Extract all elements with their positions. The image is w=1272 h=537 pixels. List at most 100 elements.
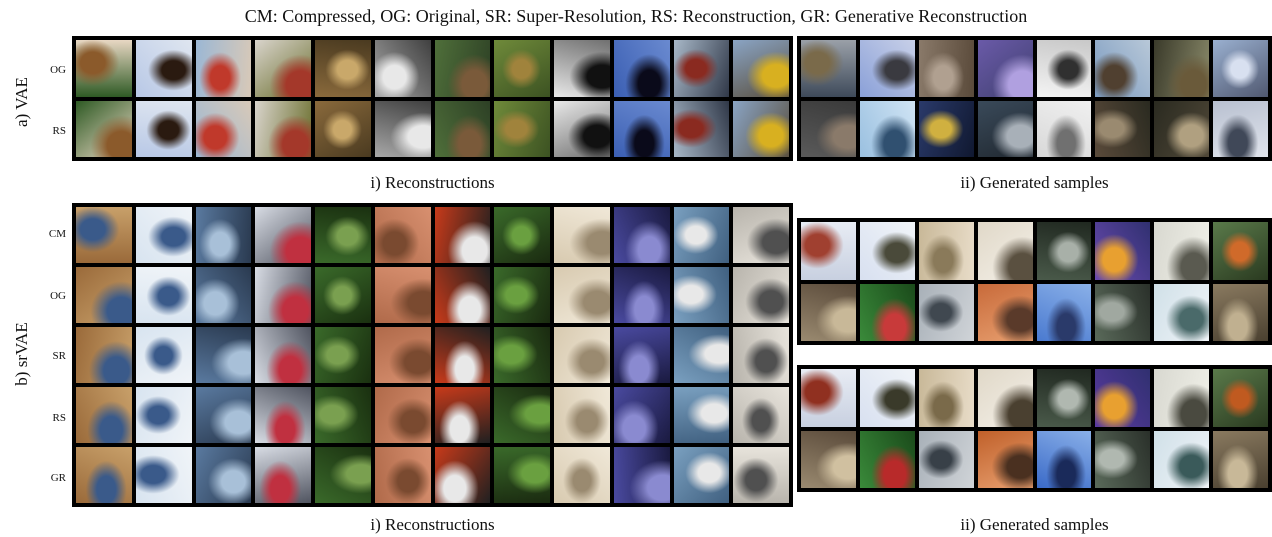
image-thumbnail [801,40,856,97]
image-thumbnail [733,327,789,383]
image-thumbnail [1036,283,1092,341]
image-thumbnail [1095,430,1151,488]
image-thumbnail [977,430,1033,488]
image-thumbnail [733,387,789,443]
image-thumbnail [977,100,1033,157]
row-label-og: OG [50,64,66,76]
image-thumbnail [434,447,491,503]
image-thumbnail [1036,430,1092,488]
image-thumbnail [255,40,311,97]
image-thumbnail [673,387,730,443]
image-thumbnail [76,40,132,97]
image-thumbnail [195,100,252,157]
image-thumbnail [374,387,431,443]
image-thumbnail [315,267,371,323]
image-thumbnail [673,207,730,263]
image-thumbnail [255,207,311,263]
image-thumbnail [733,207,789,263]
image-thumbnail [1154,222,1210,280]
image-thumbnail [494,447,550,503]
image-thumbnail [733,267,789,323]
image-thumbnail [673,40,730,97]
image-thumbnail [374,207,431,263]
image-thumbnail [1036,40,1092,97]
image-thumbnail [859,283,915,341]
image-thumbnail [977,222,1033,280]
image-thumbnail [494,267,550,323]
image-thumbnail [434,267,491,323]
srvae-reconstructions-caption: i) Reconstructions [370,515,495,534]
image-thumbnail [613,207,670,263]
image-thumbnail [554,100,610,157]
image-thumbnail [255,447,311,503]
image-thumbnail [859,40,915,97]
row-label-rs: RS [52,125,66,137]
image-thumbnail [673,267,730,323]
image-thumbnail [801,430,856,488]
image-thumbnail [195,267,252,323]
image-thumbnail [1213,222,1268,280]
image-thumbnail [1154,369,1210,427]
section-a-label: a) VAE [12,77,31,127]
image-thumbnail [1154,40,1210,97]
image-thumbnail [613,447,670,503]
image-thumbnail [1213,369,1268,427]
image-thumbnail [801,222,856,280]
image-thumbnail [554,327,610,383]
image-thumbnail [195,447,252,503]
image-thumbnail [673,100,730,157]
image-thumbnail [135,100,192,157]
image-thumbnail [918,40,974,97]
srvae-generated-caption: ii) Generated samples [960,515,1109,534]
image-thumbnail [1154,100,1210,157]
image-thumbnail [1154,283,1210,341]
image-thumbnail [918,430,974,488]
image-thumbnail [1154,430,1210,488]
image-thumbnail [918,369,974,427]
image-thumbnail [554,207,610,263]
image-thumbnail [255,387,311,443]
srvae-generated-grid-highres [797,365,1272,492]
image-thumbnail [613,387,670,443]
image-thumbnail [613,40,670,97]
image-thumbnail [315,207,371,263]
image-thumbnail [1036,222,1092,280]
image-thumbnail [135,387,192,443]
row-label-gr: GR [50,472,66,484]
image-thumbnail [255,327,311,383]
image-thumbnail [315,447,371,503]
image-thumbnail [195,327,252,383]
image-thumbnail [255,100,311,157]
image-thumbnail [554,40,610,97]
image-thumbnail [1213,40,1268,97]
image-thumbnail [918,222,974,280]
image-thumbnail [195,40,252,97]
image-thumbnail [673,447,730,503]
image-thumbnail [613,267,670,323]
image-thumbnail [135,40,192,97]
image-thumbnail [977,283,1033,341]
image-thumbnail [76,267,132,323]
image-thumbnail [374,327,431,383]
image-thumbnail [859,430,915,488]
image-thumbnail [977,40,1033,97]
image-thumbnail [859,222,915,280]
row-label-rs: RS [52,412,66,424]
row-label-cm: CM [48,228,66,240]
image-thumbnail [255,267,311,323]
image-thumbnail [733,447,789,503]
image-thumbnail [918,283,974,341]
image-thumbnail [76,447,132,503]
image-thumbnail [1036,369,1092,427]
image-thumbnail [135,327,192,383]
image-thumbnail [195,207,252,263]
image-thumbnail [434,327,491,383]
image-thumbnail [1095,369,1151,427]
image-thumbnail [1095,100,1151,157]
image-thumbnail [977,369,1033,427]
image-thumbnail [135,267,192,323]
image-thumbnail [554,267,610,323]
image-thumbnail [859,369,915,427]
image-thumbnail [76,387,132,443]
vae-reconstructions-caption: i) Reconstructions [370,173,495,192]
